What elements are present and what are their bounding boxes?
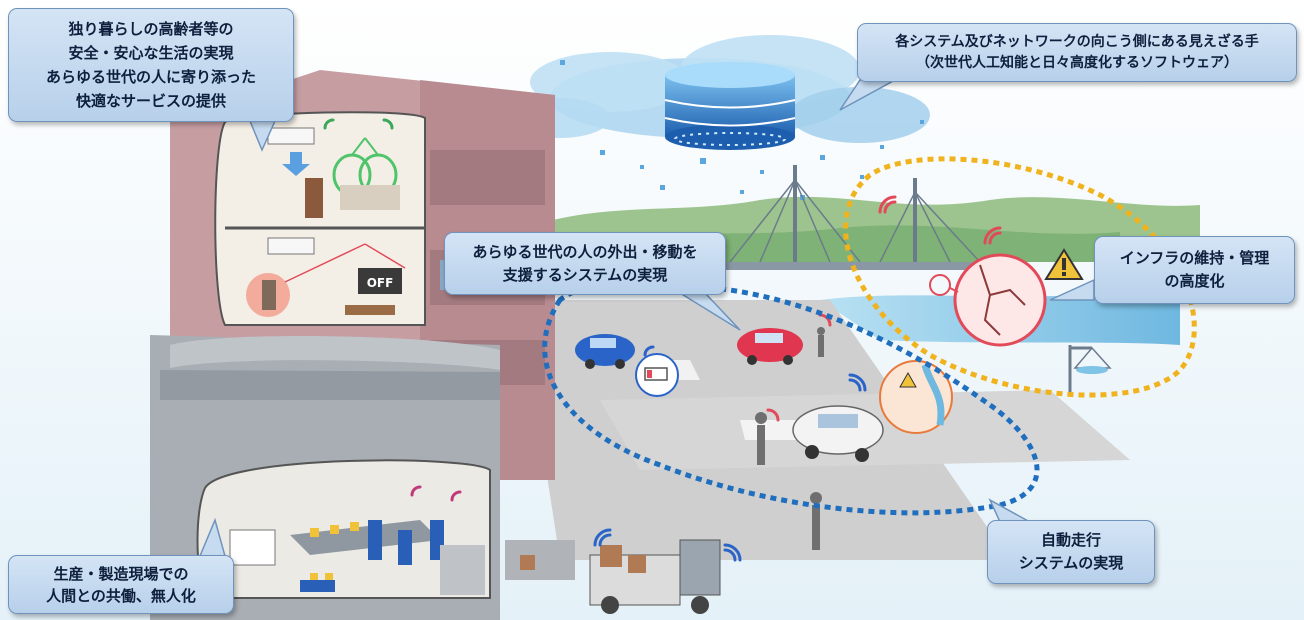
sensor-pole xyxy=(1068,345,1112,395)
crack-magnifier xyxy=(929,253,1047,347)
callout-line: あらゆる世代の人の外出・移動を xyxy=(472,242,698,261)
ai-server xyxy=(664,62,796,150)
callout-line: （次世代人工知能と日々高度化するソフトウェア） xyxy=(916,54,1238,71)
conveyor xyxy=(505,540,575,580)
map-magnifier xyxy=(879,360,953,434)
callout-line: 独り暮らしの高齢者等の xyxy=(68,20,234,38)
callout-line: システムの実現 xyxy=(1018,554,1124,572)
callout-infrastructure: インフラの維持・管理 の高度化 xyxy=(1094,236,1295,304)
callout-line: 支援するシステムの実現 xyxy=(502,265,668,284)
red-car xyxy=(737,328,803,365)
callout-autonomous-driving: 自動走行 システムの実現 xyxy=(987,520,1155,584)
callout-line: 安全・安心な生活の実現 xyxy=(68,44,234,62)
callout-elderly-living: 独り暮らしの高齢者等の 安全・安心な生活の実現 あらゆる世代の人に寄り添った 快… xyxy=(8,8,294,122)
callout-line: 人間との共働、無人化 xyxy=(46,586,196,605)
battery-indicator xyxy=(635,353,679,397)
callout-line: あらゆる世代の人に寄り添った xyxy=(45,68,256,86)
callout-line: 快適なサービスの提供 xyxy=(75,92,226,110)
blue-car xyxy=(575,334,635,369)
white-car xyxy=(792,405,884,462)
callout-mobility-support: あらゆる世代の人の外出・移動を 支援するシステムの実現 xyxy=(444,232,726,295)
callout-line: 自動走行 xyxy=(1040,531,1101,549)
callout-line: 各システム及びネットワークの向こう側にある見えざる手 xyxy=(895,33,1259,50)
callout-invisible-hand: 各システム及びネットワークの向こう側にある見えざる手 （次世代人工知能と日々高度… xyxy=(857,23,1297,82)
callout-line: の高度化 xyxy=(1164,272,1225,290)
factory-interior xyxy=(196,459,491,599)
callout-manufacturing: 生産・製造現場での 人間との共働、無人化 xyxy=(8,555,234,614)
autonomous-dotted-circle xyxy=(542,280,1040,516)
tv-off-label: OFF xyxy=(367,276,394,290)
cable-bridge xyxy=(700,165,1000,270)
callout-line: 生産・製造現場での xyxy=(53,564,189,583)
warning-icon xyxy=(1044,248,1084,280)
callout-line: インフラの維持・管理 xyxy=(1119,249,1270,267)
cutaway-home: OFF xyxy=(214,111,426,326)
delivery-truck xyxy=(589,539,721,614)
pedestrians xyxy=(755,327,825,550)
